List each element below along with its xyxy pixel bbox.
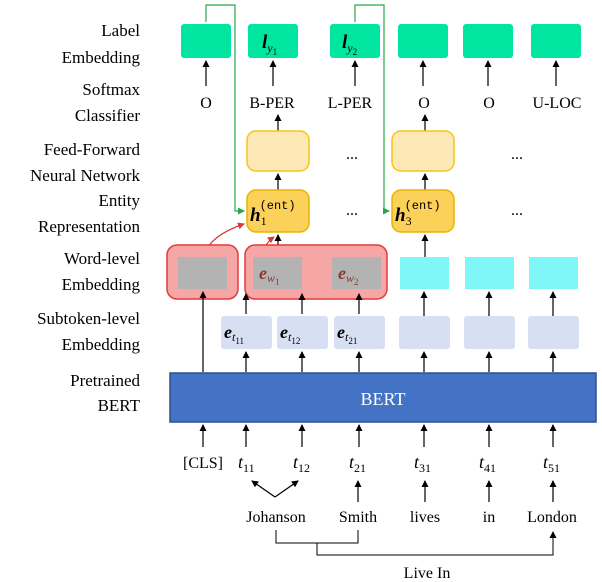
row-labels: Label Embedding Softmax Classifier Feed-…	[30, 21, 141, 415]
word-box-london	[529, 257, 578, 289]
label-feedback-arrows	[205, 4, 390, 215]
ffn-box-2	[391, 130, 455, 172]
subtoken-box-t31	[399, 316, 450, 349]
tag-3: L-PER	[328, 95, 373, 112]
subtoken-box-t51	[528, 316, 579, 349]
bert-label-line2: BERT	[98, 396, 141, 415]
tag-6: U-LOC	[533, 95, 582, 112]
ffn-row: ... ...	[246, 130, 523, 172]
token-to-bert-arrows	[199, 424, 557, 447]
word-to-token-arrows	[251, 480, 557, 502]
bert-label-line1: Pretrained	[70, 371, 140, 390]
input-token-cls: [CLS]	[183, 455, 223, 472]
subtoken-et11: et11	[224, 322, 244, 346]
word-level-label-line1: Word-level	[64, 249, 140, 268]
entity-rep-row: h1(ent) h3(ent) ... ...	[246, 189, 523, 233]
word-box-in	[465, 257, 514, 289]
subtoken-to-word-arrows	[420, 291, 557, 316]
tag-4: O	[418, 95, 430, 112]
entity-rep-h3: h3(ent)	[395, 199, 441, 228]
word-box-cls	[178, 257, 227, 289]
label-embedding-label-line2: Embedding	[62, 48, 141, 67]
word-box-lives	[400, 257, 449, 289]
word-level-row: ew1 ew2	[166, 244, 578, 300]
entity-ellipsis-1: ...	[346, 202, 358, 219]
bert-block: BERT	[169, 372, 597, 423]
subtoken-box-t12	[277, 316, 328, 349]
ffn-label-line2: Neural Network	[30, 166, 140, 185]
word-embedding-ew2: ew2	[338, 263, 359, 287]
ffn-box-1	[246, 130, 310, 172]
relation-label: Live In	[404, 565, 451, 582]
label-embedding-box-3	[330, 24, 380, 58]
tag-2: B-PER	[249, 95, 295, 112]
tag-5: O	[483, 95, 495, 112]
word-johanson: Johanson	[246, 509, 306, 526]
word-level-label-line2: Embedding	[62, 275, 141, 294]
word-box-ew2	[332, 257, 381, 289]
word-lives: lives	[410, 509, 440, 526]
entity-rep-label-line2: Representation	[38, 217, 140, 236]
label-embedding-box-2	[248, 24, 298, 58]
input-words: Johanson Smith lives in London	[246, 509, 577, 526]
word-embedding-ew1: ew1	[259, 263, 280, 287]
entity-rep-box-2	[391, 189, 455, 233]
label-embedding-box-1	[181, 24, 231, 58]
word-smith: Smith	[339, 509, 377, 526]
label-embedding-box-4	[398, 24, 448, 58]
subtoken-label-line1: Subtoken-level	[37, 309, 140, 328]
subtoken-box-t21	[334, 316, 385, 349]
input-token-t11: t11	[238, 452, 255, 475]
word-in: in	[483, 509, 495, 526]
relation-bracket	[275, 530, 557, 556]
softmax-label-line1: Softmax	[82, 80, 140, 99]
tag-1: O	[200, 95, 212, 112]
entity-rep-h1: h1(ent)	[250, 199, 296, 228]
ffn-ellipsis-2: ...	[511, 146, 523, 163]
input-token-t31: t31	[414, 452, 431, 475]
entity-to-ffn-arrows	[274, 173, 429, 190]
label-embedding-box-5	[463, 24, 513, 58]
subtoken-row: et11 et12 et21	[221, 316, 579, 349]
bert-box	[169, 372, 597, 423]
entity-rep-label-line1: Entity	[98, 191, 140, 210]
word-box-ew1	[253, 257, 302, 289]
subtoken-box-t41	[464, 316, 515, 349]
feedback-arrow-cls-to-h1	[205, 4, 245, 215]
ffn-ellipsis-1: ...	[346, 146, 358, 163]
bert-box-label: BERT	[361, 389, 406, 409]
feedback-arrow-ly2-to-h3	[354, 4, 390, 215]
subtoken-et21: et21	[337, 322, 357, 346]
subtoken-et12: et12	[280, 322, 300, 346]
tag-to-label-arrows	[202, 60, 560, 86]
word-london: London	[527, 509, 577, 526]
input-token-t41: t41	[479, 452, 496, 475]
entity-rep-box-1	[246, 189, 310, 233]
input-token-t51: t51	[543, 452, 560, 475]
label-embedding-row: ly1 ly2	[181, 24, 581, 58]
softmax-label-line2: Classifier	[75, 106, 140, 125]
subtoken-label-line2: Embedding	[62, 335, 141, 354]
subtoken-box-t11	[221, 316, 272, 349]
label-embedding-ly2: ly2	[342, 32, 357, 57]
softmax-tags: O B-PER L-PER O O U-LOC	[200, 95, 581, 112]
label-embedding-ly1: ly1	[262, 32, 277, 57]
entity-ellipsis-2: ...	[511, 202, 523, 219]
label-embedding-box-6	[531, 24, 581, 58]
label-embedding-label-line1: Label	[101, 21, 140, 40]
ffn-to-tag-arrows	[274, 114, 429, 131]
ffn-label-line1: Feed-Forward	[44, 140, 141, 159]
input-tokens: [CLS] t11 t12 t21 t31 t41 t51	[183, 452, 560, 475]
bert-to-subtoken-arrows	[199, 291, 557, 372]
input-token-t12: t12	[293, 452, 310, 475]
input-token-t21: t21	[349, 452, 366, 475]
